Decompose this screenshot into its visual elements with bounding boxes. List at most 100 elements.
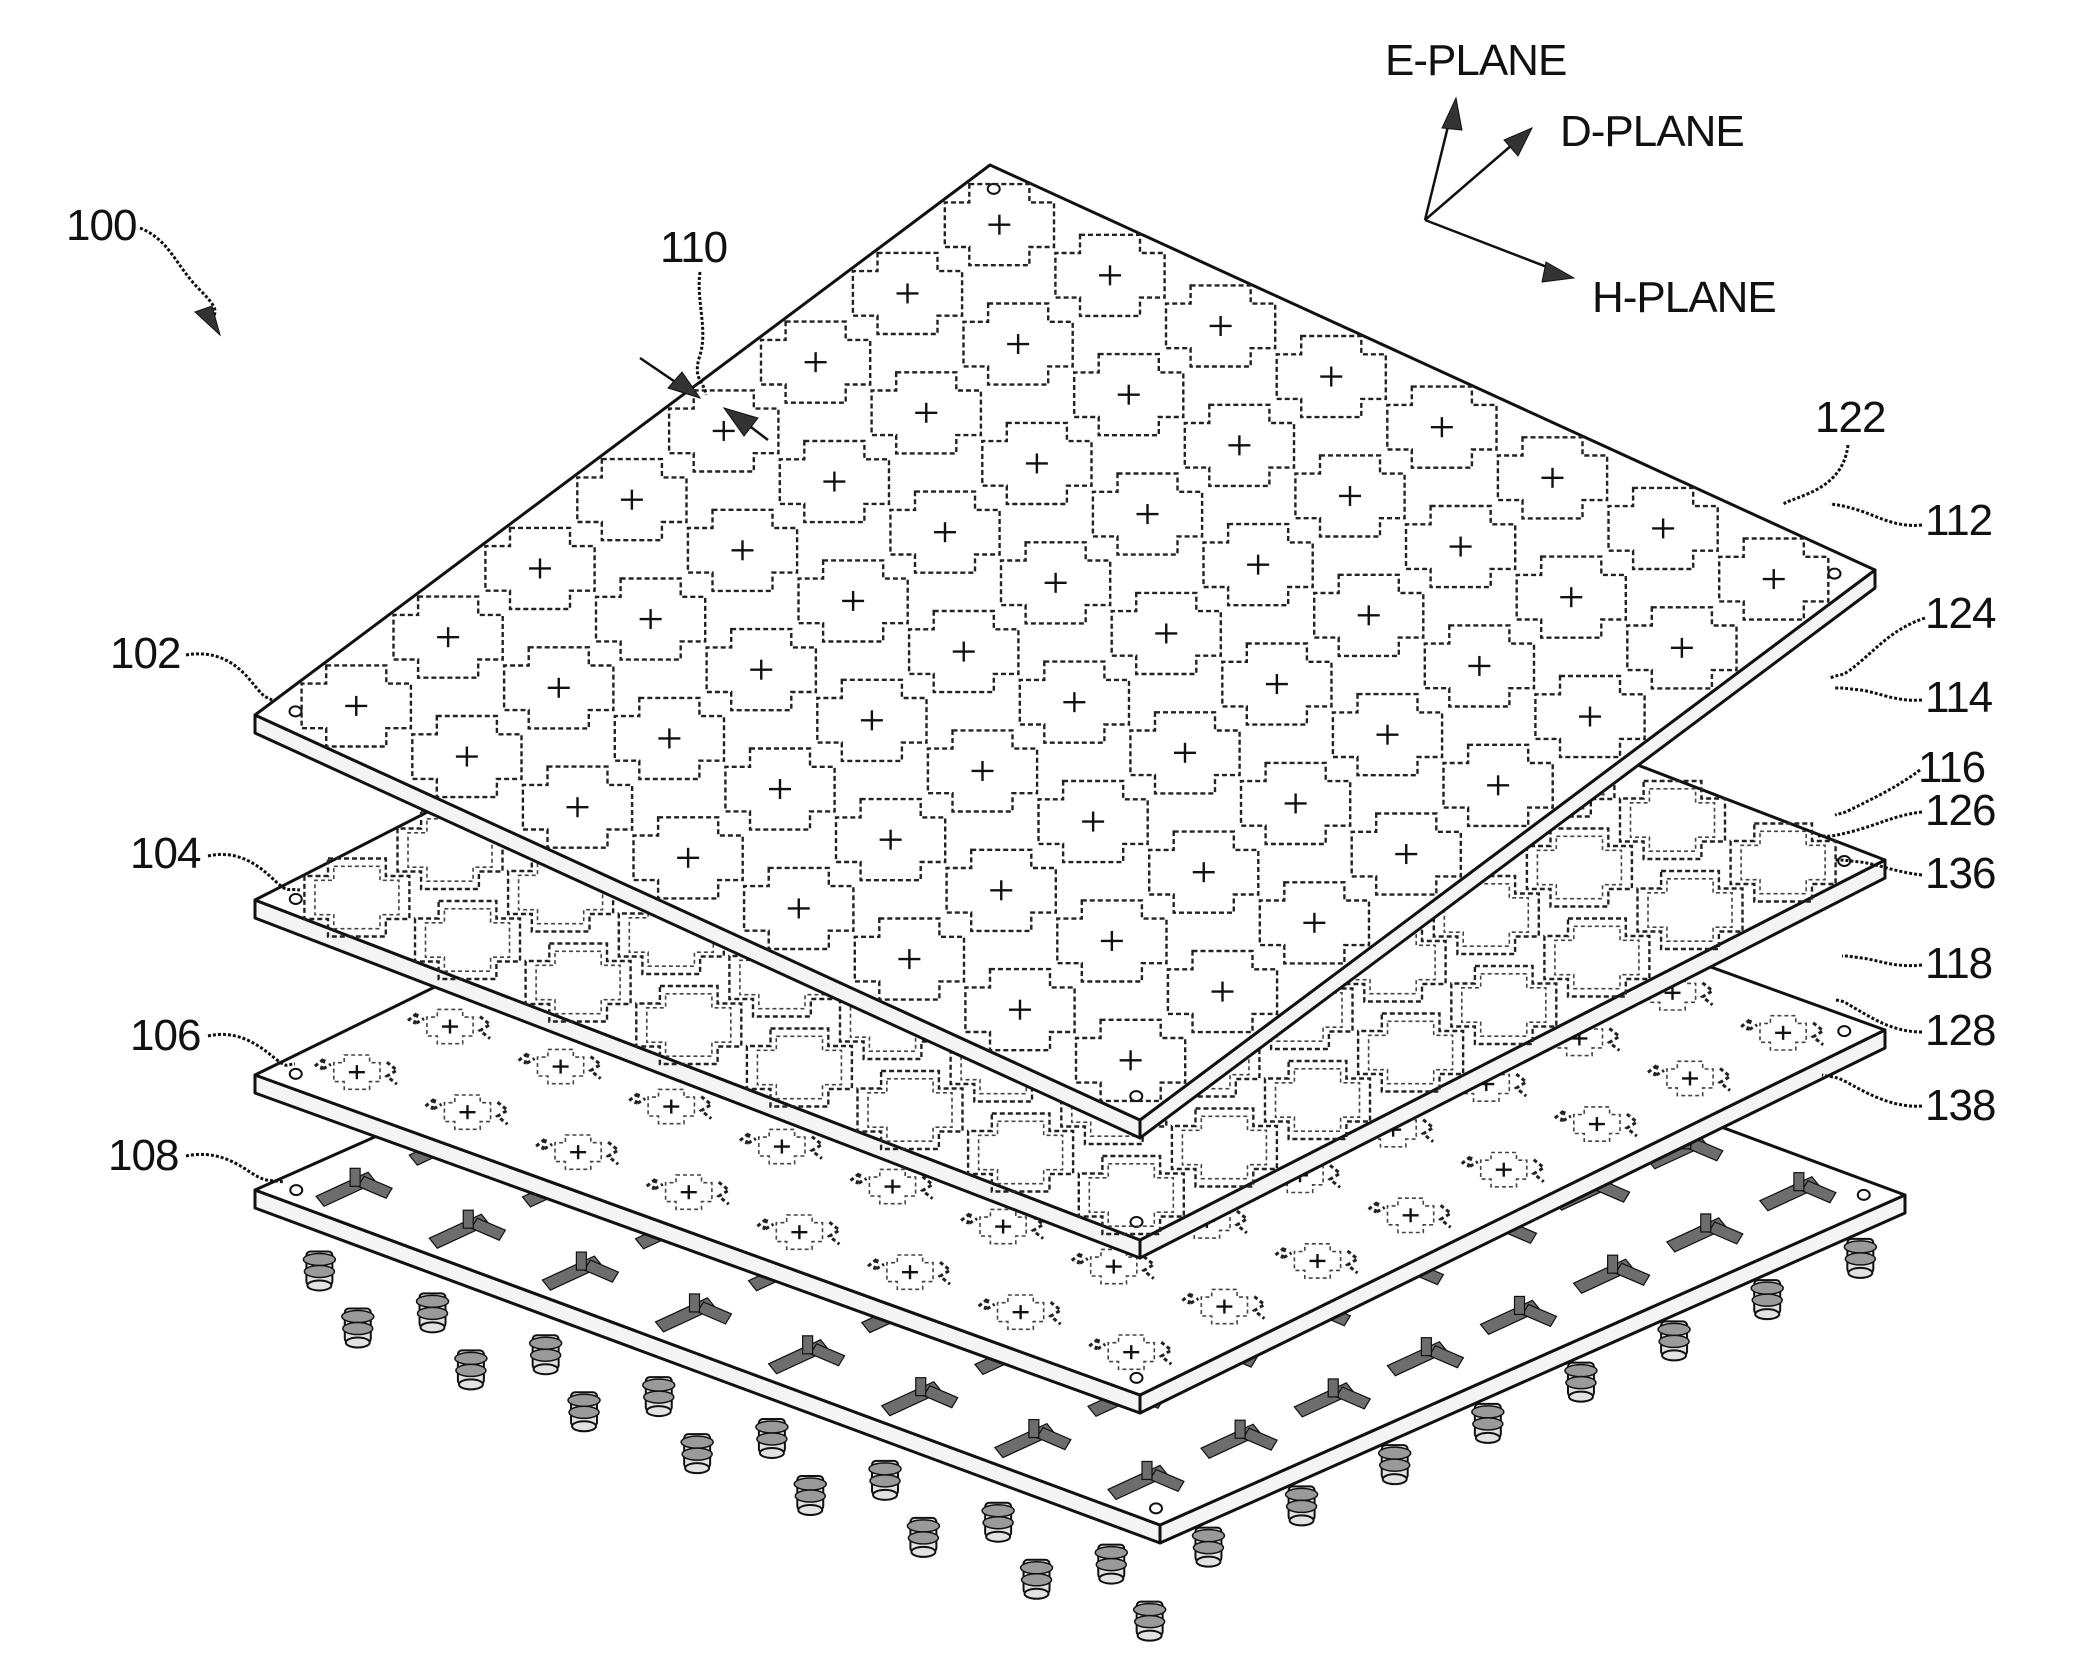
connector-tip [421, 1322, 445, 1332]
coaxial-connector-icon [1192, 1528, 1224, 1567]
connector-tip [1138, 1631, 1162, 1641]
board-102-mounting-hole [290, 706, 302, 716]
feed-pin-pad [916, 1378, 926, 1396]
connector-nut [530, 1337, 562, 1349]
connector-nut [1134, 1604, 1166, 1616]
board-108-mounting-hole [1150, 1503, 1162, 1513]
coaxial-connector-icon [1021, 1560, 1053, 1599]
connector-nut [681, 1436, 713, 1448]
feed-pin-pad [1515, 1296, 1525, 1314]
connector-tip [647, 1406, 671, 1416]
connector-tip [911, 1547, 935, 1557]
connector-tip [1662, 1350, 1686, 1360]
connector-thread [1566, 1377, 1596, 1389]
connector-thread [682, 1448, 712, 1460]
connector-nut [794, 1478, 826, 1490]
board-106-mounting-hole [1838, 1026, 1850, 1036]
coaxial-connector-icon [530, 1335, 562, 1374]
feed-pin-pad [1142, 1461, 1152, 1479]
connector-nut [756, 1421, 788, 1433]
connector-thread [1380, 1459, 1410, 1471]
connector-tip [572, 1421, 596, 1431]
connector-tip [1755, 1309, 1779, 1319]
connector-nut [1844, 1241, 1876, 1253]
connector-nut [342, 1311, 374, 1323]
board-102-mounting-hole [1829, 569, 1841, 579]
ref-108-label: 108 [108, 1131, 178, 1180]
connector-tip [1290, 1515, 1314, 1525]
connector-tip [873, 1490, 897, 1500]
feed-pin-pad [1029, 1420, 1039, 1438]
connector-tip [534, 1364, 558, 1374]
connector-nut [1192, 1530, 1224, 1542]
connector-thread [983, 1517, 1013, 1529]
connector-nut [869, 1463, 901, 1475]
coaxial-connector-icon [1095, 1545, 1127, 1584]
connector-tip [685, 1463, 709, 1473]
feed-pin-pad [350, 1168, 360, 1186]
connector-tip [1099, 1574, 1123, 1584]
feed-pin-pad [463, 1210, 473, 1228]
connector-thread [795, 1490, 825, 1502]
coaxial-connector-icon [907, 1518, 939, 1557]
ref-104-label: 104 [130, 829, 201, 878]
coaxial-connector-icon [342, 1309, 374, 1348]
board-102-mounting-hole [988, 184, 1000, 194]
ref-126-label: 126 [1925, 786, 1995, 835]
board-106-mounting-hole [290, 1069, 302, 1079]
connector-thread [531, 1349, 561, 1361]
coaxial-connector-icon [869, 1461, 901, 1500]
connector-nut [1286, 1488, 1318, 1500]
connector-thread [1659, 1335, 1689, 1347]
connector-thread [1022, 1574, 1052, 1586]
connector-thread [304, 1265, 334, 1277]
connector-thread [1135, 1616, 1165, 1628]
connector-thread [908, 1532, 938, 1544]
plane-axes: E-PLANE D-PLANE H-PLANE [1385, 36, 1776, 322]
connector-nut [1095, 1547, 1127, 1559]
board-106-mounting-hole [1131, 1373, 1143, 1383]
ref-124-label: 124 [1925, 589, 1996, 638]
connector-tip [1383, 1474, 1407, 1484]
coaxial-connector-icon [568, 1392, 600, 1431]
coaxial-connector-icon [794, 1476, 826, 1515]
ref-110-label: 110 [660, 223, 727, 272]
connector-nut [1472, 1406, 1504, 1418]
feed-pin-pad [1328, 1379, 1338, 1397]
ref-114-label: 114 [1925, 673, 1993, 722]
coaxial-connector-icon [1751, 1280, 1783, 1319]
connector-thread [1287, 1500, 1317, 1512]
d-plane-arrow-icon [1504, 128, 1532, 156]
board-108-mounting-hole [290, 1185, 302, 1195]
connector-thread [1752, 1294, 1782, 1306]
connector-thread [644, 1391, 674, 1403]
ref-116-label: 116 [1918, 743, 1985, 792]
coaxial-connector-icon [455, 1350, 487, 1389]
connector-nut [1379, 1447, 1411, 1459]
connector-tip [307, 1280, 331, 1290]
connector-tip [1196, 1557, 1220, 1567]
ref-138-label: 138 [1925, 1081, 1995, 1130]
connector-thread [1845, 1253, 1875, 1265]
ref-112-label: 112 [1925, 496, 1992, 545]
d-plane-label: D-PLANE [1560, 107, 1744, 156]
ref-118-label: 118 [1925, 939, 1992, 988]
coaxial-connector-icon [1565, 1363, 1597, 1402]
connector-tip [346, 1338, 370, 1348]
coaxial-connector-icon [1286, 1486, 1318, 1525]
ref-100-arrow-icon [195, 306, 220, 335]
connector-thread [569, 1406, 599, 1418]
connector-nut [455, 1352, 487, 1364]
connector-nut [303, 1253, 335, 1265]
ref-100-label: 100 [66, 201, 136, 250]
coaxial-connector-icon [982, 1503, 1014, 1542]
connector-nut [643, 1379, 675, 1391]
connector-thread [1193, 1542, 1223, 1554]
coaxial-connector-icon [1844, 1239, 1876, 1278]
connector-nut [982, 1505, 1014, 1517]
ref-102-label: 102 [110, 629, 180, 678]
connector-thread [1473, 1418, 1503, 1430]
connector-thread [757, 1433, 787, 1445]
connector-thread [456, 1364, 486, 1376]
coaxial-connector-icon [1134, 1602, 1166, 1641]
